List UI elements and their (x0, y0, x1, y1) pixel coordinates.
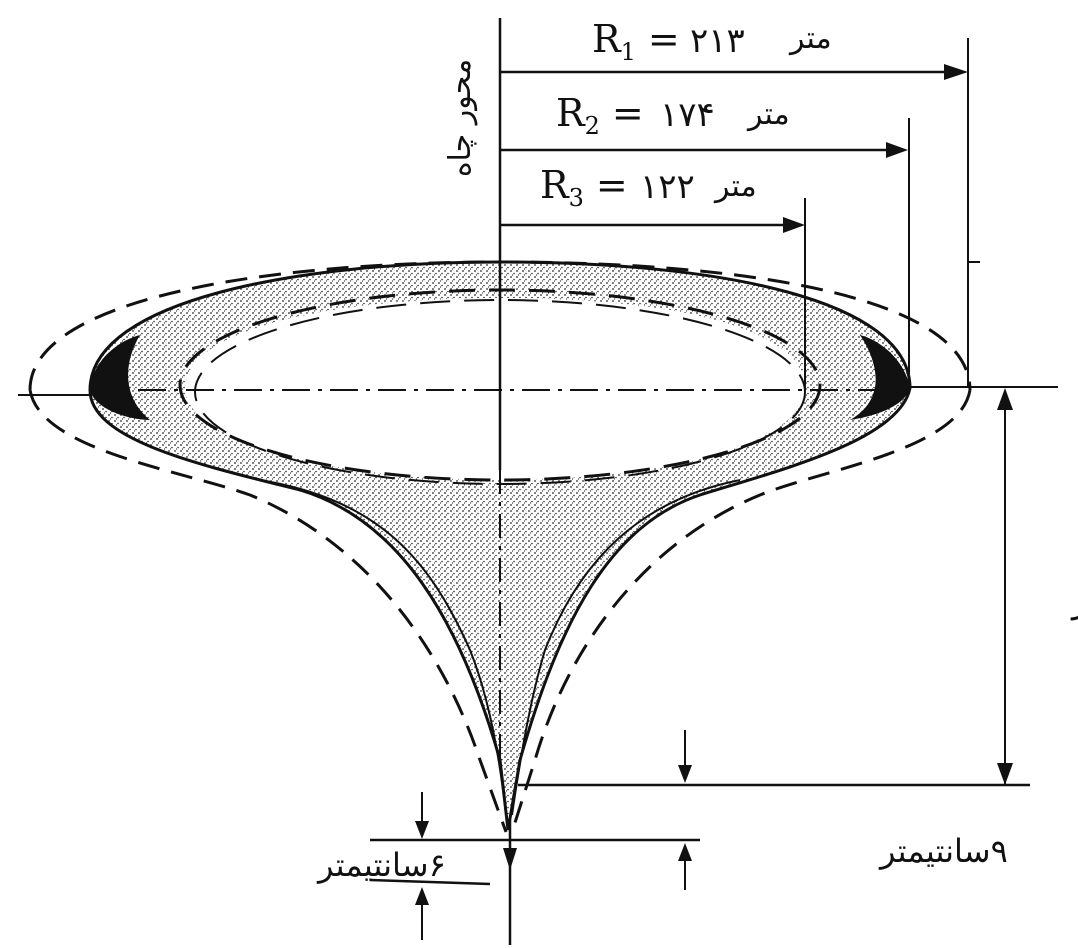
left-gap-arrowhead-lower (415, 887, 429, 905)
r2-equals: = (612, 91, 644, 135)
r1-label: R1 = ۲۱۳ متر (592, 17, 832, 66)
right-gap-label: ۹سانتیمتر (878, 832, 1008, 870)
well-bottom-line-left (369, 878, 491, 886)
r3-value: ۱۲۲ (640, 167, 695, 207)
outer-dashed-cone-left (28, 389, 508, 833)
r3-symbol: R (540, 163, 570, 207)
r2-subscript: 2 (585, 112, 600, 140)
r1-equals: = (648, 17, 680, 61)
r1-subscript: 1 (621, 38, 636, 66)
cone-inner-edge-curve-right (511, 479, 741, 816)
cone-outer-outline (88, 260, 912, 831)
depth-label: ۱/۸۳متر (1070, 581, 1078, 621)
left-gap-label: ۶سانتیمتر (316, 846, 446, 884)
cone-dark-edge-right (850, 335, 910, 420)
well-point-arrowhead (503, 848, 517, 870)
r2-arrowhead (886, 142, 908, 158)
depth-arrowhead-bottom (997, 763, 1013, 785)
r1-symbol: R (592, 17, 622, 61)
r2-label: R2 = ۱۷۴ متر (556, 91, 790, 140)
r3-label: R3 = ۱۲۲ متر (540, 163, 757, 212)
r2-symbol: R (556, 91, 586, 135)
r3-equals: = (596, 163, 628, 207)
r2-value: ۱۷۴ (660, 95, 715, 135)
r3-unit: متر (713, 169, 757, 204)
r1-unit: متر (788, 21, 832, 56)
svg-text:R3=: R3 = (540, 163, 628, 212)
right-gap-arrowhead-upper (678, 765, 692, 783)
left-gap-arrowhead-upper (415, 821, 429, 839)
outer-dashed-cone-right (510, 389, 972, 833)
r2-unit: متر (746, 97, 790, 132)
svg-text:R2=: R2 = (556, 91, 644, 140)
cone-dark-edge-left (90, 335, 150, 420)
cone-inner-edge-curve (259, 479, 507, 816)
svg-text:R1=: R1 = (592, 17, 680, 66)
right-gap-arrowhead-lower (678, 843, 692, 861)
r1-arrowhead (944, 64, 968, 80)
depth-arrowhead-top (997, 388, 1013, 410)
r1-value: ۲۱۳ (690, 21, 745, 61)
r3-arrowhead (783, 217, 805, 233)
well-axis-label: محور چاه (443, 59, 478, 177)
r3-subscript: 3 (569, 184, 584, 212)
